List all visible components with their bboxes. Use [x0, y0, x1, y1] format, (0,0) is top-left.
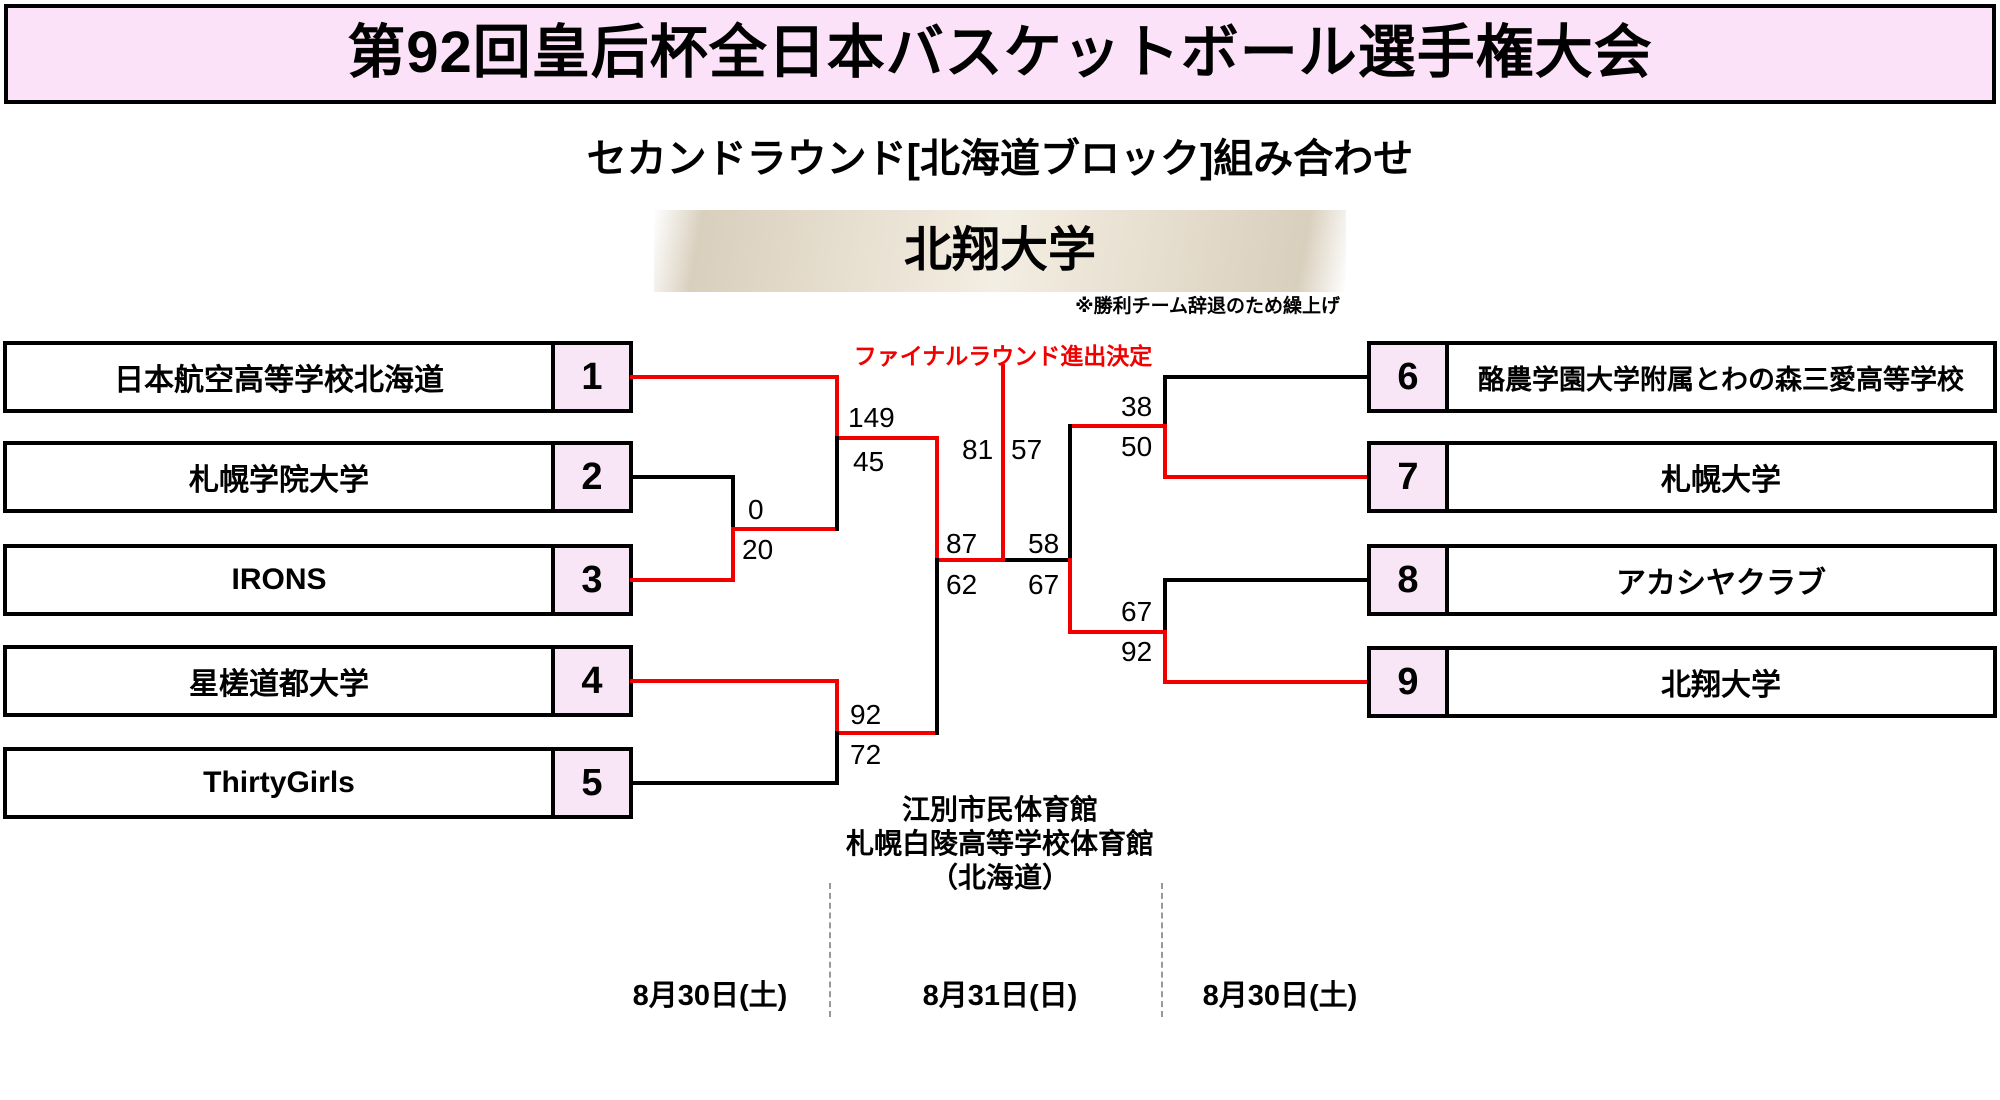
team-name-9: 北翔大学: [1661, 669, 1781, 702]
score-4v5-bottom: 72: [850, 739, 882, 770]
vline-match-a-upper: [835, 375, 839, 440]
line-final-right: [1001, 558, 1072, 562]
team-box-6: 6 酪農学園大学附属とわの森三愛高等学校: [1367, 341, 1997, 413]
team-name-1: 日本航空高等学校北海道: [114, 364, 444, 397]
vline-sf-right-lower: [1068, 558, 1072, 634]
score-sf-left-top: 87: [946, 528, 978, 559]
vline-sf-right-upper: [1068, 424, 1072, 562]
line-seed7: [1163, 475, 1367, 479]
seed-cell-5: 5: [551, 751, 629, 815]
vline-2v3-lower: [731, 527, 735, 582]
date-divider-left: [829, 883, 831, 1017]
team-name-7: 札幌大学: [1661, 464, 1781, 497]
score-match-a-top: 149: [848, 402, 895, 433]
score-final-left: 81: [962, 434, 994, 465]
team-name-5: ThirtyGirls: [203, 766, 355, 799]
score-sf-right-top: 58: [1028, 528, 1060, 559]
score-final-right: 57: [1011, 434, 1043, 465]
vline-sf-left-lower: [935, 558, 939, 735]
line-winner-match-a: [835, 436, 939, 440]
team-box-3: IRONS 3: [3, 544, 633, 616]
team-box-4: 星槎道都大学 4: [3, 645, 633, 717]
team-box-5: ThirtyGirls 5: [3, 747, 633, 819]
line-final-left: [935, 558, 1005, 562]
score-8v9-bottom: 92: [1121, 636, 1153, 667]
score-match-a-bottom: 45: [853, 446, 885, 477]
team-name-3: IRONS: [231, 563, 327, 596]
date-divider-right: [1161, 883, 1163, 1017]
seed-cell-4: 4: [551, 649, 629, 713]
line-seed8: [1163, 578, 1367, 582]
score-2v3-bottom: 20: [742, 534, 774, 565]
vline-8v9-lower: [1163, 630, 1167, 684]
line-seed1: [630, 375, 839, 379]
score-2v3-top: 0: [748, 494, 764, 525]
vline-match-a-lower: [835, 436, 839, 531]
vline-8v9-upper: [1163, 578, 1167, 634]
score-6v7-top: 38: [1121, 391, 1153, 422]
seed-cell-1: 1: [551, 345, 629, 409]
seed-cell-2: 2: [551, 445, 629, 509]
line-seed4: [630, 679, 839, 683]
team-name-8: アカシヤクラブ: [1616, 567, 1826, 600]
team-box-9: 9 北翔大学: [1367, 646, 1997, 718]
champion-ribbon: 北翔大学: [654, 210, 1346, 292]
page-title: 第92回皇后杯全日本バスケットボール選手権大会: [4, 4, 1996, 104]
date-right: 8月30日(土): [1202, 980, 1358, 1012]
score-8v9-top: 67: [1121, 596, 1153, 627]
team-name-4: 星槎道都大学: [189, 668, 369, 701]
vline-4v5-lower: [835, 731, 839, 785]
seed-cell-9: 9: [1371, 650, 1449, 714]
vline-2v3-upper: [731, 475, 735, 531]
vline-6v7-upper: [1163, 375, 1167, 428]
score-6v7-bottom: 50: [1121, 431, 1153, 462]
line-winner-2v3: [731, 527, 839, 531]
score-sf-left-bottom: 62: [946, 569, 978, 600]
vline-final-advance: [1001, 364, 1005, 562]
line-seed2: [630, 475, 735, 479]
venue-line-3: （北海道）: [929, 862, 1070, 893]
line-winner-8v9: [1068, 630, 1167, 634]
vline-4v5-upper: [835, 679, 839, 735]
team-box-8: 8 アカシヤクラブ: [1367, 544, 1997, 616]
vline-6v7-lower: [1163, 424, 1167, 479]
round-subtitle: セカンドラウンド[北海道ブロック]組み合わせ: [586, 137, 1414, 181]
seed-cell-6: 6: [1371, 345, 1449, 409]
seed-cell-3: 3: [551, 548, 629, 612]
team-name-6: 酪農学園大学附属とわの森三愛高等学校: [1478, 364, 1964, 395]
venue-line-1: 江別市民体育館: [901, 794, 1098, 825]
line-seed5: [630, 781, 839, 785]
line-winner-4v5: [835, 731, 939, 735]
team-box-7: 7 札幌大学: [1367, 441, 1997, 513]
date-center: 8月31日(日): [922, 980, 1078, 1012]
date-left: 8月30日(土): [632, 980, 788, 1012]
score-4v5-top: 92: [850, 699, 882, 730]
team-box-1: 日本航空高等学校北海道 1: [3, 341, 633, 413]
seed-cell-8: 8: [1371, 548, 1449, 612]
line-seed6: [1163, 375, 1367, 379]
score-sf-right-bottom: 67: [1028, 569, 1060, 600]
seed-cell-7: 7: [1371, 445, 1449, 509]
line-seed3: [630, 578, 735, 582]
line-winner-6v7: [1068, 424, 1167, 428]
venue-line-2: 札幌白陵高等学校体育館: [845, 828, 1154, 859]
withdrawal-note: ※勝利チーム辞退のため繰上げ: [1075, 296, 1340, 317]
line-seed9: [1163, 680, 1367, 684]
vline-sf-left-upper: [935, 436, 939, 562]
team-box-2: 札幌学院大学 2: [3, 441, 633, 513]
team-name-2: 札幌学院大学: [189, 464, 369, 497]
champion-name: 北翔大学: [903, 224, 1096, 277]
venue-block: 江別市民体育館 札幌白陵高等学校体育館 （北海道）: [700, 793, 1300, 895]
